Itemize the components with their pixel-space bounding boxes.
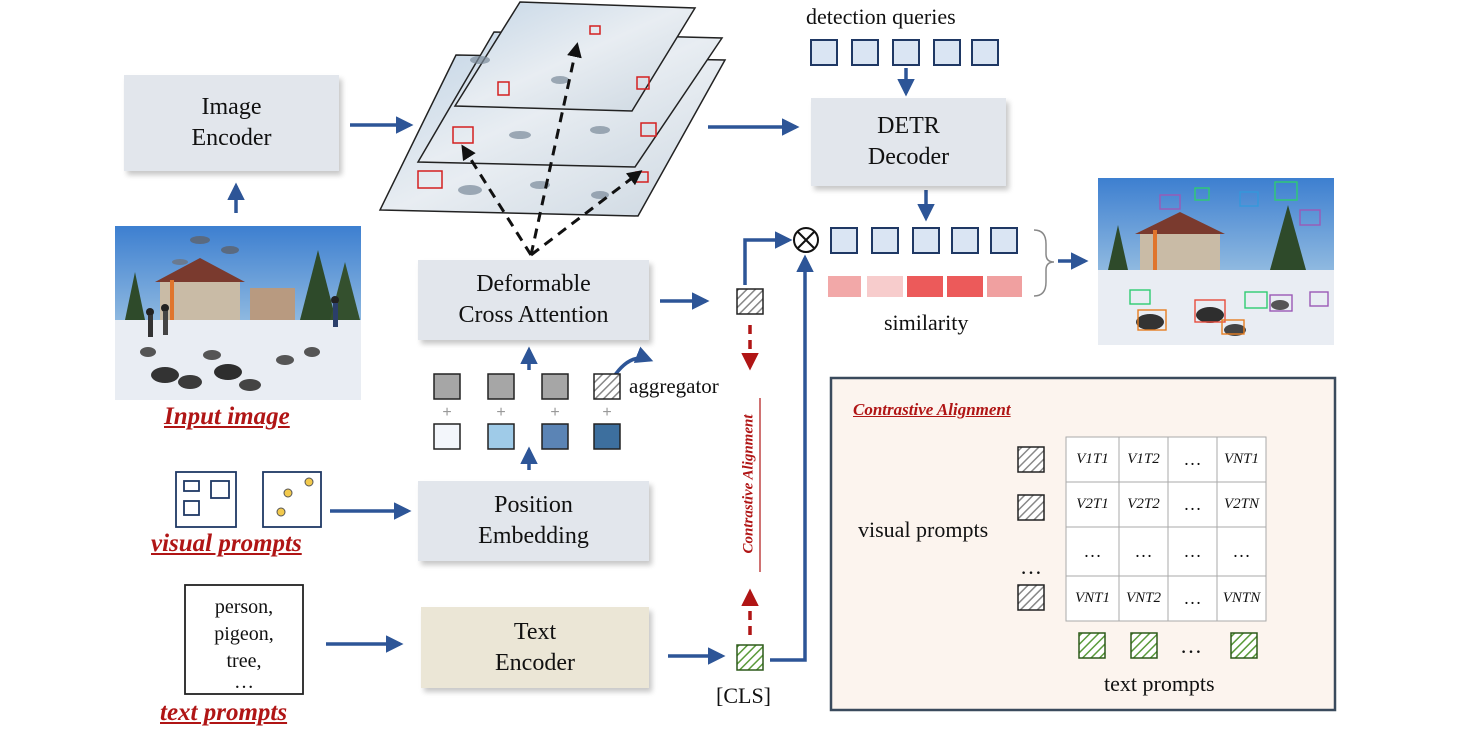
matrix-cell: VNT1	[1074, 590, 1110, 606]
text-prompt-item: pigeon,	[214, 623, 274, 645]
deformable-attention-box: Deformable Cross Attention	[418, 260, 649, 340]
deformable-label-1: Deformable	[476, 271, 591, 297]
deformable-label-2: Cross Attention	[458, 302, 609, 328]
detection-queries-label: detection queries	[806, 4, 956, 29]
text-prompt-item: tree,	[226, 650, 262, 672]
visual-prompt-points-icon	[262, 471, 322, 528]
image-encoder-label-2: Encoder	[191, 125, 272, 151]
similarity-bar	[828, 276, 1022, 297]
panel-title: Contrastive Alignment	[853, 400, 1011, 419]
matrix-cell: VNTN	[1222, 590, 1261, 606]
text-prompts-title: text prompts	[160, 699, 288, 726]
matrix-cell: …	[1083, 541, 1102, 561]
text-encoder-label-2: Encoder	[495, 649, 575, 676]
svg-text:+: +	[550, 404, 559, 421]
matrix-cell: …	[1183, 588, 1202, 608]
position-embedding-tokens	[433, 373, 621, 450]
position-label-2: Embedding	[478, 523, 589, 549]
text-encoder-label-1: Text	[513, 618, 557, 645]
position-label-1: Position	[494, 492, 573, 518]
panel-visual-prompts-label: visual prompts	[858, 517, 989, 542]
plus-signs: + + + +	[442, 404, 611, 421]
input-image-title: Input image	[164, 403, 290, 430]
detr-decoder-box: DETR Decoder	[811, 98, 1006, 186]
aggregated-visual-token	[736, 288, 764, 315]
matrix-cell: …	[1232, 541, 1251, 561]
matrix-cell: …	[1183, 541, 1202, 561]
panel-visual-tokens	[1017, 446, 1045, 611]
detection-query-tokens	[810, 39, 999, 66]
visual-prompt-boxes-icon	[175, 471, 237, 528]
text-encoder-box: Text Encoder	[421, 607, 649, 688]
text-prompt-list: person, pigeon, tree, …	[185, 594, 303, 693]
image-encoder-label-1: Image	[201, 94, 262, 120]
position-embedding-box: Position Embedding	[418, 481, 649, 561]
similarity-label: similarity	[884, 310, 969, 335]
multiply-operator	[793, 227, 819, 253]
cls-text-token	[736, 644, 764, 671]
matrix-cell: V2T1	[1076, 496, 1109, 512]
matrix-cell: V1T1	[1076, 451, 1109, 467]
panel-visual-ellipsis: …	[1020, 554, 1042, 579]
svg-text:+: +	[496, 404, 505, 421]
grouping-brace	[1033, 229, 1055, 297]
panel-text-ellipsis: …	[1180, 633, 1202, 658]
matrix-cell: VNT2	[1125, 590, 1161, 606]
feature-map-stack	[378, 1, 727, 217]
flow-arrows	[227, 68, 1089, 665]
input-image	[115, 226, 361, 400]
panel-text-prompts-label: text prompts	[1104, 671, 1215, 696]
matrix-cell: V2TN	[1223, 496, 1259, 512]
text-prompt-item: person,	[214, 596, 274, 618]
matrix-cell: …	[1134, 541, 1153, 561]
output-query-tokens	[830, 227, 1018, 254]
contrastive-vertical-label: Contrastive Alignment	[740, 414, 757, 554]
text-prompt-item: …	[234, 671, 254, 693]
matrix-cell: …	[1183, 494, 1202, 514]
cls-label: [CLS]	[716, 683, 771, 708]
text-prompt-box	[184, 584, 304, 695]
matrix-cell: VNT1	[1223, 451, 1259, 467]
attention-arrows	[461, 42, 643, 257]
aggregator-label: aggregator	[629, 374, 719, 398]
output-image	[1098, 178, 1334, 345]
matrix-cell: …	[1183, 449, 1202, 469]
detr-decoder-label-1: DETR	[877, 113, 940, 139]
svg-text:+: +	[442, 404, 451, 421]
visual-prompts-title: visual prompts	[151, 530, 302, 557]
matrix-cell: V1T2	[1127, 451, 1160, 467]
detr-decoder-label-2: Decoder	[867, 144, 950, 170]
image-encoder-box: Image Encoder	[124, 75, 339, 171]
panel-text-tokens	[1078, 632, 1258, 659]
matrix-cell: V2T2	[1127, 496, 1160, 512]
similarity-matrix-grid	[1065, 436, 1267, 622]
svg-text:+: +	[602, 404, 611, 421]
